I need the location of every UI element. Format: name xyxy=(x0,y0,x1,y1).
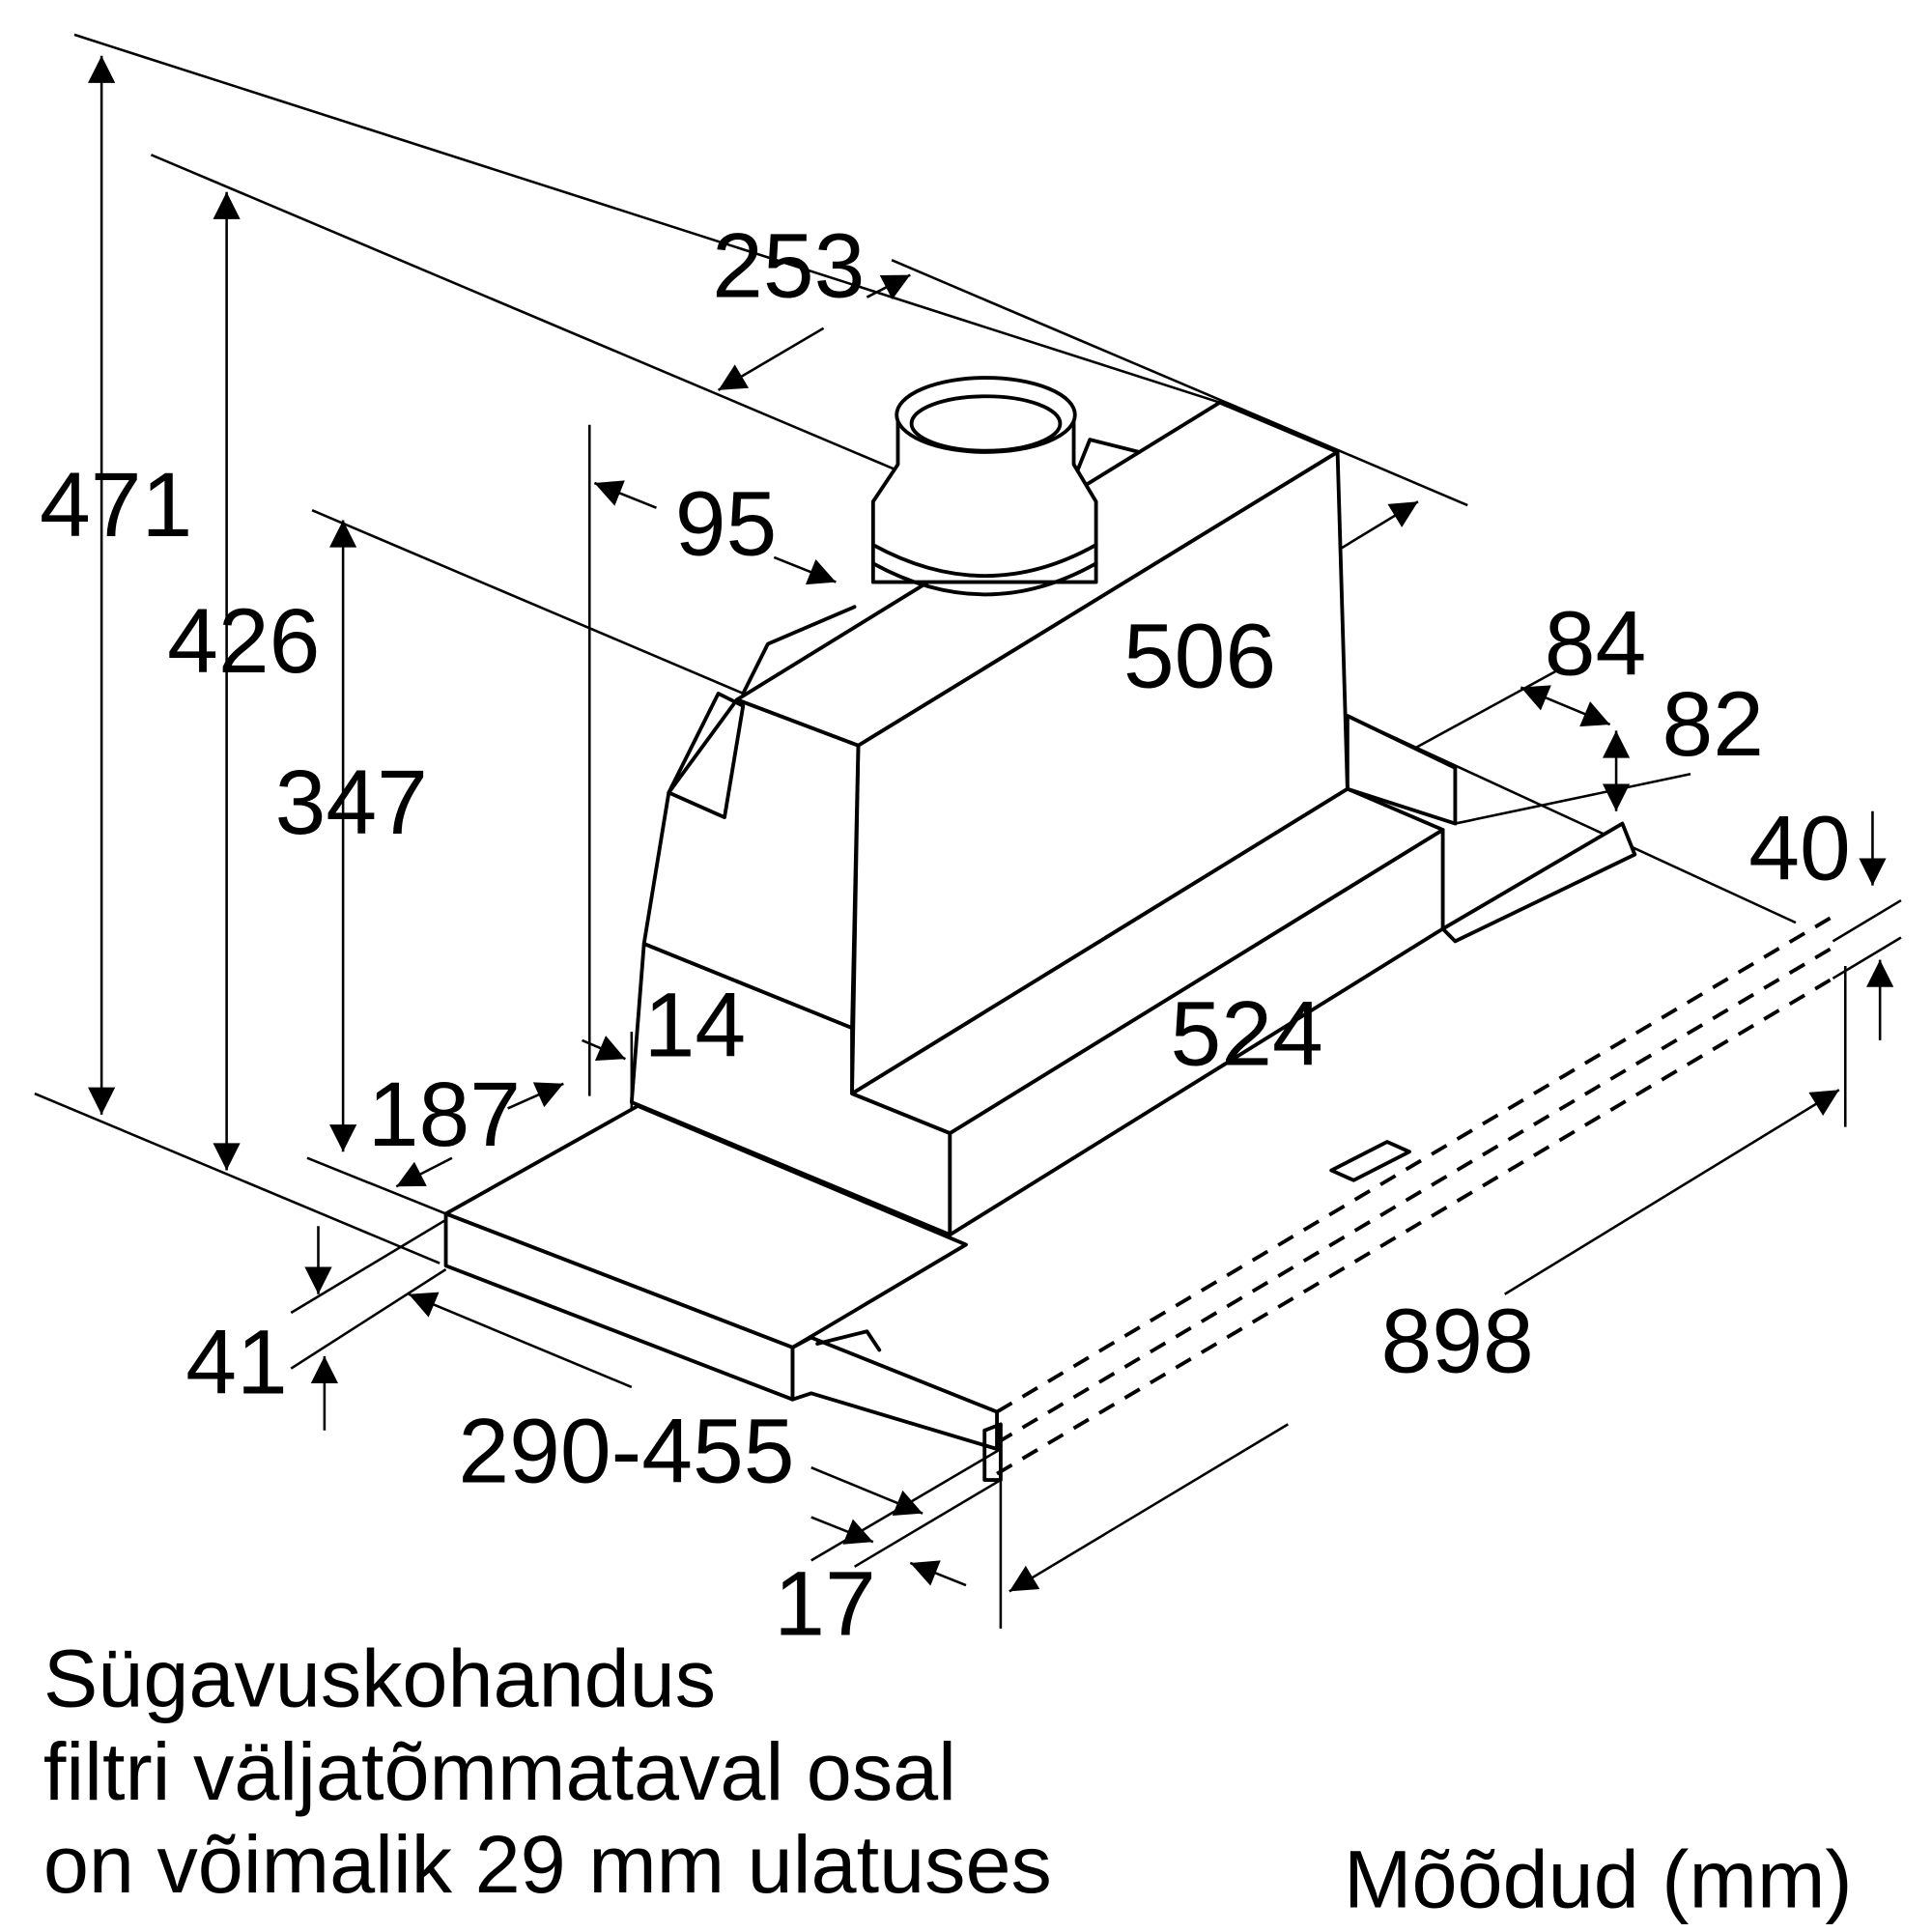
dim-471: 471 xyxy=(40,454,192,556)
dim-253: 253 xyxy=(712,215,865,318)
dim-95: 95 xyxy=(675,472,778,575)
dim-82: 82 xyxy=(1662,673,1765,776)
dim-187: 187 xyxy=(368,1064,521,1166)
dim-426: 426 xyxy=(167,590,320,693)
note-line-3: on võimalik 29 mm ulatuses xyxy=(43,1818,1052,1910)
dim-41: 41 xyxy=(185,1311,288,1413)
note-line-1: Sügavuskohandus xyxy=(43,1633,716,1724)
extension-rails-dashed xyxy=(996,915,1834,1476)
motor-housing-side xyxy=(641,697,861,1031)
dim-524: 524 xyxy=(1171,983,1323,1086)
dim-14: 14 xyxy=(644,975,747,1077)
extractable-tray xyxy=(443,1103,1003,1482)
note-line-2: filtri väljatõmmataval osal xyxy=(43,1725,956,1817)
bracket-wire-2 xyxy=(1075,438,1142,473)
dim-290-455: 290-455 xyxy=(458,1401,794,1503)
dim-898: 898 xyxy=(1380,1291,1533,1393)
exhaust-duct xyxy=(870,376,1098,597)
bracket-wire xyxy=(741,605,857,696)
dim-84: 84 xyxy=(1545,593,1647,696)
dim-347: 347 xyxy=(275,752,428,854)
tray-rail xyxy=(790,1335,999,1451)
units-label: Mõõdud (mm) xyxy=(1344,1833,1853,1924)
dimension-labels: 471 426 347 253 95 506 84 82 40 14 524 1… xyxy=(40,215,1851,1656)
hood-body xyxy=(629,400,1637,1237)
dim-40: 40 xyxy=(1748,797,1851,899)
dim-17: 17 xyxy=(774,1552,876,1655)
mounting-bracket xyxy=(667,692,746,820)
dim-506: 506 xyxy=(1123,606,1276,708)
adjustment-note: Sügavuskohandus filtri väljatõmmataval o… xyxy=(43,1633,1052,1910)
switch-outline xyxy=(1329,1140,1411,1182)
side-rail xyxy=(1440,821,1637,944)
